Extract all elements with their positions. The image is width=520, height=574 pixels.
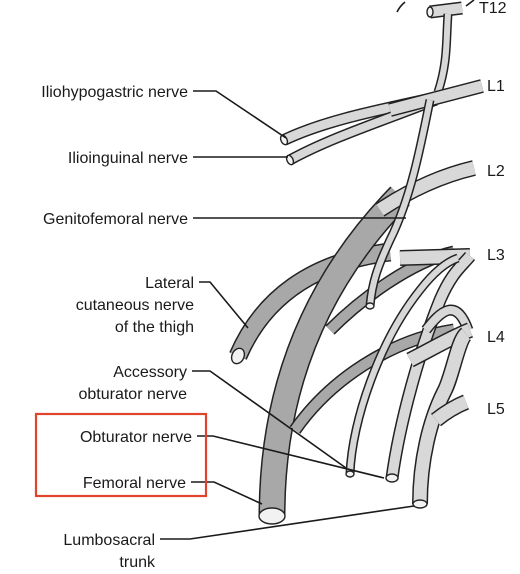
t12-nerve-stub (426, 1, 463, 19)
lumbosacral-trunk (412, 327, 473, 509)
label-lumbosacral-line-2: trunk (119, 554, 156, 571)
label-obturator: Obturator nerve (80, 429, 192, 446)
label-genitofemoral: Genitofemoral nerve (43, 211, 188, 228)
level-labels: T12 L1 L2 L3 L4 L5 (479, 0, 507, 418)
t12-arrow (396, 1, 406, 13)
level-l1: L1 (487, 78, 505, 95)
level-t12: T12 (479, 0, 507, 17)
label-accessory-obturator-line-1: Accessory (113, 364, 187, 381)
nerve-labels: Iliohypogastric nerve Ilioinguinal nerve… (41, 84, 194, 571)
leader-lines (160, 90, 415, 540)
label-lateral-cutaneous-line-2: cutaneous nerve (76, 297, 194, 314)
l3-root (399, 248, 471, 266)
l2-root (375, 160, 476, 217)
label-lateral-cutaneous-line-3: of the thigh (115, 319, 194, 336)
obturator-nerve (385, 251, 476, 483)
lumbar-plexus-nerves (229, 0, 484, 525)
level-l5: L5 (487, 401, 505, 418)
label-lumbosacral-line-1: Lumbosacral (63, 532, 155, 549)
leader-lateral-cutaneous (199, 281, 249, 329)
level-l2: L2 (487, 163, 505, 180)
leader-accessory-obturator (192, 370, 347, 469)
label-ilioinguinal: Ilioinguinal nerve (68, 150, 188, 167)
genitofemoral-nerve (365, 99, 435, 310)
label-lateral-cutaneous-line-1: Lateral (145, 275, 194, 292)
level-l4: L4 (487, 329, 505, 346)
t12-l1-connection (433, 13, 453, 94)
t12-arrow-right (465, 0, 475, 7)
leader-iliohypogastric (193, 90, 287, 139)
leader-femoral (191, 481, 263, 505)
leader-obturator (197, 435, 385, 479)
accessory-obturator-nerve (345, 253, 460, 478)
label-femoral: Femoral nerve (83, 475, 186, 492)
highlight-box (34, 412, 208, 498)
leader-lumbosacral (160, 505, 415, 540)
l1-root (388, 79, 484, 117)
label-iliohypogastric: Iliohypogastric nerve (41, 84, 188, 101)
level-l3: L3 (487, 247, 505, 264)
label-accessory-obturator-line-2: obturator nerve (78, 386, 187, 403)
